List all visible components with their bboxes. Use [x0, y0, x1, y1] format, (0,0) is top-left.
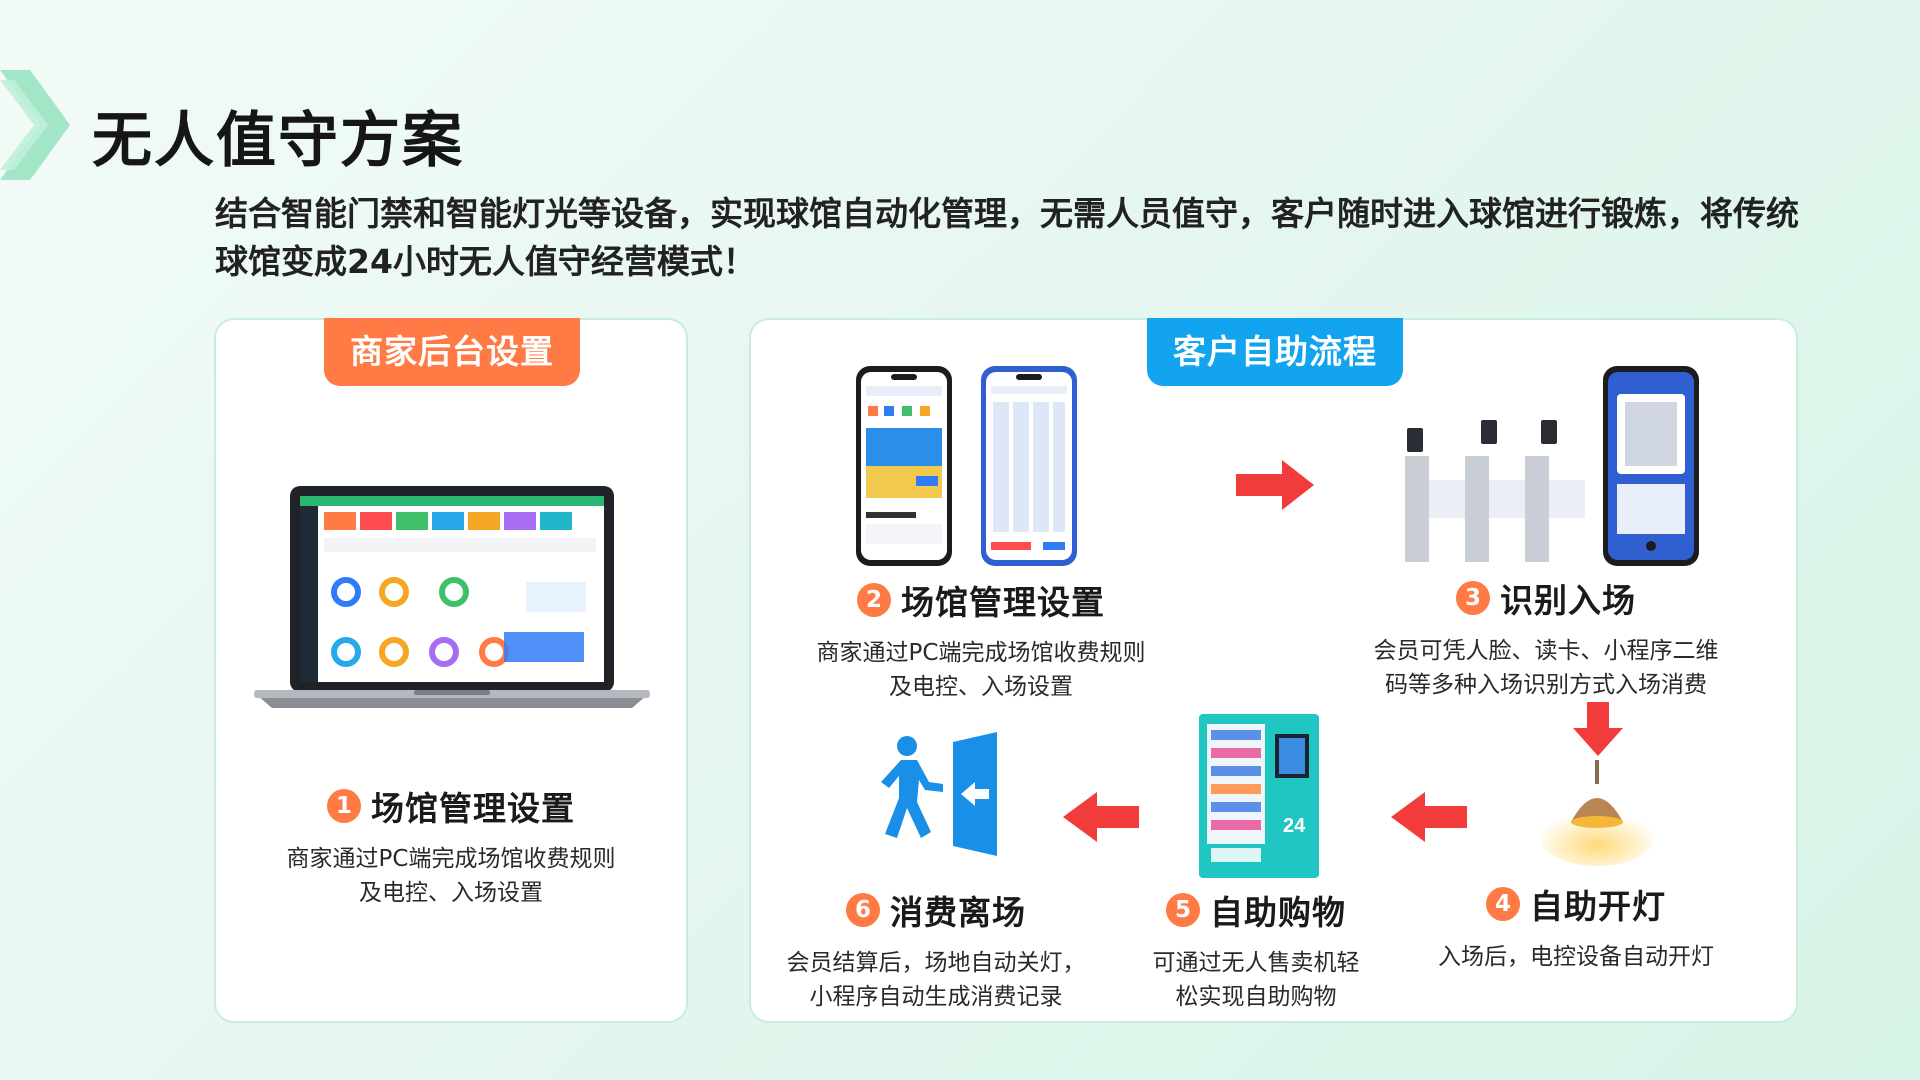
step-number: 4 [1486, 887, 1520, 921]
step-title: 场馆管理设置 [371, 789, 575, 828]
step-text-line: 可通过无人售卖机轻 [1152, 950, 1360, 976]
arrow-right-icon [1236, 460, 1314, 510]
phone-icon [1603, 366, 1699, 566]
arrow-left-icon [1063, 792, 1139, 842]
turnstile-icon [1405, 420, 1585, 562]
exit-icon [881, 732, 997, 856]
chevron-icon [0, 70, 70, 180]
step-number: 2 [857, 583, 891, 617]
step-text-line: 入场后，电控设备自动开灯 [1438, 944, 1714, 970]
step-text-line: 及电控、入场设置 [359, 880, 543, 906]
customer-self-service-panel: 客户自助流程 [749, 318, 1798, 1023]
tab-customer-self-service: 客户自助流程 [1147, 318, 1403, 386]
step-text-line: 松实现自助购物 [1175, 984, 1337, 1010]
step-text-line: 及电控、入场设置 [889, 674, 1073, 700]
step-text-line: 会员可凭人脸、读卡、小程序二维 [1373, 638, 1719, 664]
step-title: 自助购物 [1210, 893, 1346, 932]
step-text-line: 会员结算后，场地自动关灯， [786, 950, 1086, 976]
step-3: 3 识别入场 会员可凭人脸、读卡、小程序二维 码等多种入场识别方式入场消费 [1356, 574, 1736, 702]
step-number: 5 [1166, 893, 1200, 927]
laptop-icon [254, 486, 650, 708]
step-2: 2 场馆管理设置 商家通过PC端完成场馆收费规则 及电控、入场设置 [791, 576, 1171, 704]
step-5: 5 自助购物 可通过无人售卖机轻 松实现自助购物 [1081, 886, 1431, 1014]
step-4: 4 自助开灯 入场后，电控设备自动开灯 [1411, 880, 1741, 974]
page-title: 无人值守方案 [92, 106, 464, 176]
step-number: 3 [1456, 581, 1490, 615]
phone-icon [856, 366, 952, 566]
step-6: 6 消费离场 会员结算后，场地自动关灯， 小程序自动生成消费记录 [771, 886, 1101, 1014]
step-text-line: 商家通过PC端完成场馆收费规则 [816, 640, 1146, 666]
step-text-line: 小程序自动生成消费记录 [809, 984, 1063, 1010]
merchant-backend-panel: 商家后台设置 1 场馆管理设置 [214, 318, 688, 1023]
step-number: 6 [846, 893, 880, 927]
page-description: 结合智能门禁和智能灯光等设备，实现球馆自动化管理，无需人员值守，客户随时进入球馆… [215, 194, 1799, 281]
vending-machine-icon: 24 [1199, 714, 1319, 878]
arrow-left-icon [1391, 792, 1467, 842]
step-text-line: 商家通过PC端完成场馆收费规则 [286, 846, 616, 872]
step-title: 消费离场 [890, 893, 1026, 932]
step-1: 1 场馆管理设置 商家通过PC端完成场馆收费规则 及电控、入场设置 [216, 782, 686, 910]
vending-24-label: 24 [1283, 815, 1306, 837]
step-title: 识别入场 [1500, 581, 1636, 620]
lamp-icon [1539, 760, 1655, 866]
tab-merchant-backend: 商家后台设置 [324, 318, 580, 386]
step-title: 自助开灯 [1530, 887, 1666, 926]
phone-icon [981, 366, 1077, 566]
step-title: 场馆管理设置 [901, 583, 1105, 622]
step-text-line: 码等多种入场识别方式入场消费 [1385, 672, 1707, 698]
arrow-down-icon [1573, 702, 1623, 756]
step-number: 1 [327, 789, 361, 823]
